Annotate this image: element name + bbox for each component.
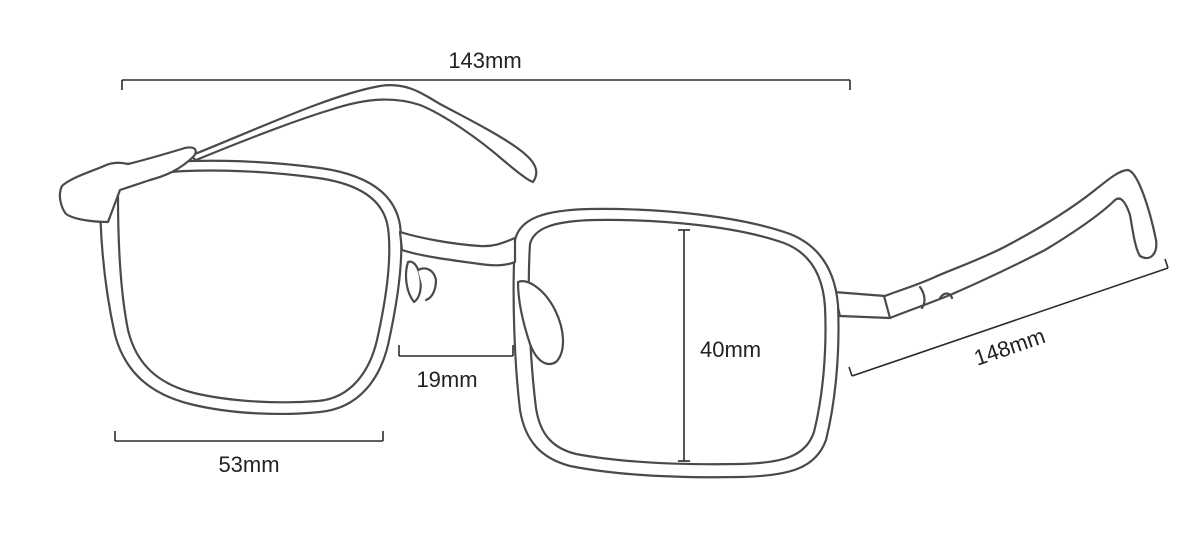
- bridge: [398, 230, 517, 267]
- lens-height-label: 40mm: [700, 337, 761, 362]
- right-lens: [527, 218, 827, 466]
- lens-height-dimension: 40mm: [678, 229, 761, 462]
- total-width-dimension: 143mm: [121, 48, 851, 90]
- lens-width-dimension: 53mm: [114, 431, 384, 477]
- right-temple-hinge-detail: [882, 285, 954, 320]
- right-temple: [832, 168, 1158, 320]
- left-nose-pad: [404, 260, 422, 304]
- right-nose-pad: [516, 280, 565, 366]
- lens-width-label: 53mm: [218, 452, 279, 477]
- left-nose-pad-arm: [416, 267, 438, 302]
- temple-length-dimension: 148mm: [848, 258, 1169, 377]
- left-temple: [188, 84, 538, 184]
- bridge-width-dimension: 19mm: [398, 345, 514, 392]
- temple-length-label: 148mm: [971, 323, 1049, 370]
- left-lens: [116, 169, 391, 404]
- bridge-width-label: 19mm: [416, 367, 477, 392]
- left-hinge: [58, 146, 197, 224]
- total-width-label: 143mm: [448, 48, 521, 73]
